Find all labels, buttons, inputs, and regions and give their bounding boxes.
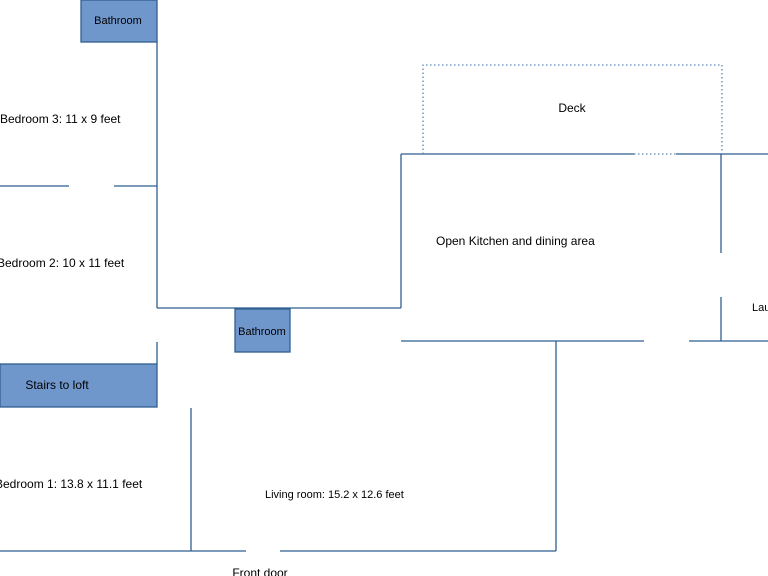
stairs-box [0,363,158,408]
bathroom-top-box [80,0,158,43]
living-label: Living room: 15.2 x 12.6 feet [265,489,404,501]
laundry-label: Laundry room [752,302,768,314]
bedroom1-label: Bedroom 1: 13.8 x 11.1 feet [0,477,143,491]
bathroom-top-label: Bathroom [94,15,142,27]
bathroom-mid-box [234,308,291,353]
deck-outline [422,64,723,155]
laundry-label-line1: Laundry room [752,302,768,314]
bathroom-mid-label: Bathroom [238,326,286,338]
deck-border [422,64,723,154]
stairs-label: Stairs to loft [25,378,89,392]
bedroom2-label: Bedroom 2: 10 x 11 feet [0,256,125,270]
bedroom3-label: Bedroom 3: 11 x 9 feet [0,112,121,126]
front-door-label: Front door [232,566,287,576]
walls [0,42,768,552]
kitchen-label: Open Kitchen and dining area [436,234,595,248]
deck-label: Deck [558,101,586,115]
